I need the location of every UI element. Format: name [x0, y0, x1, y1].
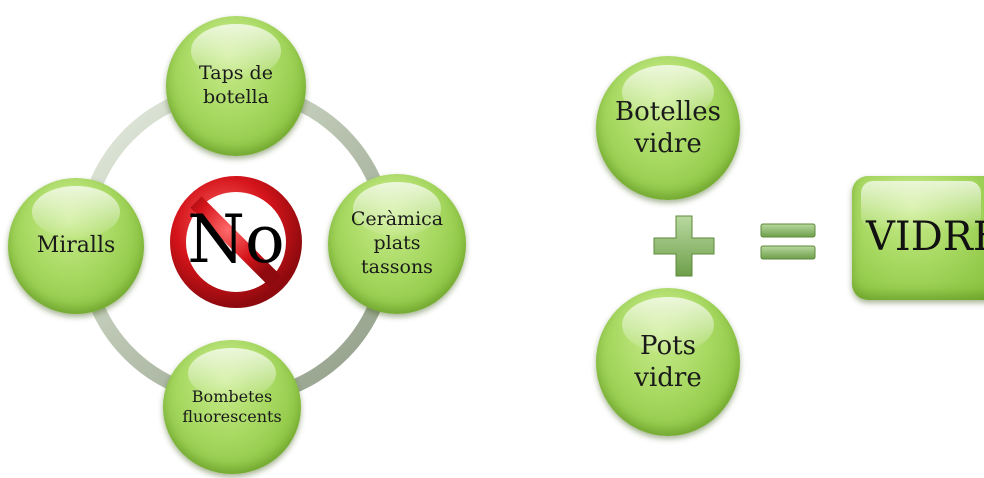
result-box: VIDRE — [852, 176, 984, 300]
bubble-taps-label: Taps de botella — [199, 62, 273, 108]
prohibited-icon — [170, 176, 302, 308]
plus-icon — [653, 215, 715, 277]
bubble-ceramica-label: Ceràmica plats tassons — [350, 208, 444, 278]
bubble-bombetes-label: Bombetes fluorescents — [182, 387, 282, 426]
bubble-botelles-vidre: Botelles vidre — [596, 56, 740, 200]
bubble-bombetes: Bombetes fluorescents — [163, 340, 301, 474]
result-label: VIDRE — [866, 214, 984, 260]
bubble-pots-label: Pots vidre — [634, 330, 702, 394]
bubble-pots-vidre: Pots vidre — [596, 288, 740, 436]
bubble-ceramica: Ceràmica plats tassons — [328, 174, 466, 314]
bubble-miralls-label: Miralls — [36, 233, 116, 259]
equals-icon — [760, 223, 816, 260]
no-label: No — [187, 201, 285, 278]
bubble-miralls: Miralls — [8, 178, 144, 314]
bubble-taps-de-botella: Taps de botella — [166, 16, 306, 156]
bubble-botelles-label: Botelles vidre — [615, 96, 721, 160]
